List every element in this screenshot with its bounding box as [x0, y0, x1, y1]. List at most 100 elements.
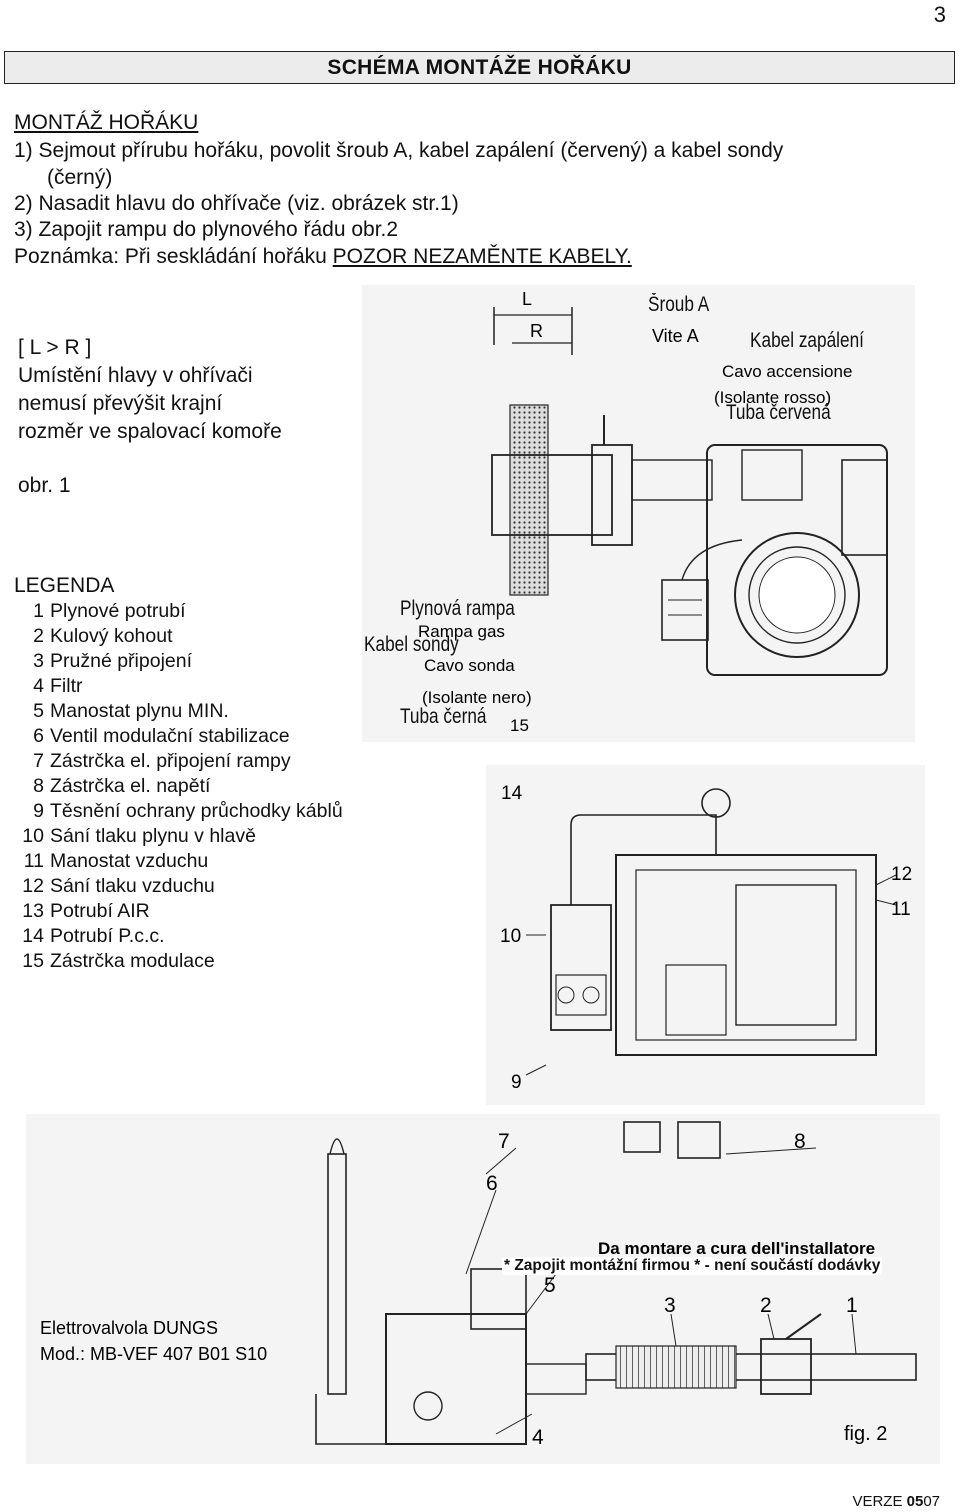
legend-item-number: 3	[33, 650, 44, 672]
legend-item: 12 Sání tlaku vzduchu	[14, 875, 343, 900]
step-3: 3) Zapojit rampu do plynového řádu obr.2	[14, 218, 399, 241]
rampa-gas-label: Rampa gas	[418, 622, 505, 641]
lr-line-3: rozměr ve spalovací komoře	[18, 420, 282, 443]
isolante-nero-label: (Isolante nero)	[422, 688, 532, 707]
figure-2-caption: fig. 2	[844, 1423, 887, 1445]
legend-list: 1 Plynové potrubí 2 Kulový kohout 3 Pružné př…	[14, 600, 343, 975]
legend-item-number: 15	[22, 950, 44, 972]
callout-11: 11	[891, 899, 911, 920]
callout-7: 7	[498, 1130, 510, 1153]
elettrovalvola-label: Elettrovalvola DUNGS	[40, 1318, 218, 1338]
cavo-accensione-label: Cavo accensione	[722, 362, 852, 381]
callout-15: 15	[510, 716, 529, 735]
legend-item: 15 Zástrčka modulace	[14, 950, 343, 975]
legend-item-text: Manostat vzduchu	[50, 850, 209, 872]
sroub-a-label: Šroub A	[648, 293, 710, 316]
burner-head-drawing: L R Vite A Cavo accensione (Isolante ros…	[418, 289, 888, 735]
callout-3: 3	[664, 1294, 676, 1317]
legend-item: 2 Kulový kohout	[14, 625, 343, 650]
callout-14: 14	[501, 783, 523, 804]
vite-a-label: Vite A	[652, 326, 699, 346]
legend-item-text: Zástrčka modulace	[50, 950, 215, 972]
figure-1-caption: obr. 1	[18, 474, 71, 497]
callout-5: 5	[544, 1274, 556, 1297]
legend-item-number: 10	[22, 825, 44, 847]
legend-item-number: 12	[22, 875, 44, 897]
legend-item: 5 Manostat plynu MIN.	[14, 700, 343, 725]
callout-10: 10	[500, 926, 521, 947]
title-box: SCHÉMA MONTÁŽE HOŘÁKU	[4, 51, 955, 84]
legend-item: 3 Pružné připojení	[14, 650, 343, 675]
legend-heading: LEGENDA	[14, 574, 115, 597]
dim-L-label: L	[522, 289, 532, 309]
callout-4: 4	[532, 1426, 544, 1449]
kabel-zapaleni-label: Kabel zapálení	[750, 329, 864, 352]
legend-item-text: Plynové potrubí	[50, 600, 186, 622]
tuba-cerna-label: Tuba černá	[400, 705, 487, 728]
tuba-cervena-label: Tuba červená	[726, 401, 831, 424]
page-number: 3	[933, 2, 946, 27]
version-footer: VERZE 0507	[852, 1493, 940, 1510]
legend-item-text: Sání tlaku vzduchu	[50, 875, 215, 897]
legend-item-number: 7	[33, 750, 44, 772]
legend-item: 9 Těsnění ochrany průchodky káblů	[14, 800, 343, 825]
zapojit-note: * Zapojit montážní firmou * - není součá…	[502, 1257, 883, 1275]
step-1a: 1) Sejmout přírubu hořáku, povolit šroub…	[14, 139, 784, 162]
callout-1: 1	[846, 1294, 858, 1317]
gas-ramp-drawing: 7 8 6 5 3 2 1 4 Da montare a cura dell'i…	[40, 1121, 917, 1449]
legend-item: 13 Potrubí AIR	[14, 900, 343, 925]
model-label: Mod.: MB-VEF 407 B01 S10	[40, 1344, 267, 1364]
legend-item-number: 2	[33, 625, 44, 647]
legend-item-number: 11	[23, 850, 44, 872]
callout-6: 6	[486, 1172, 498, 1195]
note-prefix: Poznámka: Při seskládání hořáku	[14, 245, 333, 268]
callout-9: 9	[511, 1072, 522, 1093]
legend-item: 7 Zástrčka el. připojení rampy	[14, 750, 343, 775]
legend-item-text: Ventil modulační stabilizace	[50, 725, 290, 747]
legend-item-text: Kulový kohout	[50, 625, 173, 647]
legend-item-text: Zástrčka el. napětí	[50, 775, 211, 797]
callout-12: 12	[891, 864, 912, 885]
callout-8: 8	[794, 1130, 806, 1153]
version-prefix: VERZE	[852, 1493, 907, 1510]
version-suffix: 07	[923, 1493, 940, 1510]
step-1b: (černý)	[47, 166, 113, 189]
legend-item-text: Manostat plynu MIN.	[50, 700, 229, 722]
da-montare-label: Da montare a cura dell'installatore	[598, 1239, 875, 1258]
legend-item-number: 9	[33, 800, 44, 822]
plynova-rampa-label: Plynová rampa	[400, 597, 515, 620]
legend-item-number: 13	[22, 900, 44, 922]
note-warning: POZOR NEZAMĚNTE KABELY.	[332, 245, 632, 268]
legend-item-text: Potrubí P.c.c.	[50, 925, 165, 947]
note: Poznámka: Při seskládání hořáku POZOR NE…	[14, 245, 632, 269]
dim-R-label: R	[530, 321, 543, 341]
cavo-sonda-label: Cavo sonda	[424, 656, 515, 675]
legend-item-text: Pružné připojení	[50, 650, 193, 672]
legend-item: 8 Zástrčka el. napětí	[14, 775, 343, 800]
legend-item-text: Zástrčka el. připojení rampy	[50, 750, 291, 772]
step-2: 2) Nasadit hlavu do ohřívače (viz. obráz…	[14, 192, 459, 215]
isolante-rosso-label: (Isolante rosso)	[714, 388, 831, 407]
kabel-sondy-label: Kabel sondy	[364, 633, 459, 656]
burner-rear-drawing: 14 12 11 10 9	[500, 783, 912, 1093]
figure-2: 7 8 6 5 3 2 1 4 Da montare a cura dell'i…	[26, 1114, 940, 1464]
legend-item-text: Potrubí AIR	[50, 900, 150, 922]
legend-item-number: 8	[33, 775, 44, 797]
figure-1: L R Vite A Cavo accensione (Isolante ros…	[362, 285, 915, 742]
callout-2: 2	[760, 1294, 772, 1317]
version-bold: 05	[906, 1493, 924, 1510]
legend-item-text: Těsnění ochrany průchodky káblů	[50, 800, 343, 822]
legend-item: 11 Manostat vzduchu	[14, 850, 343, 875]
legend-item-number: 5	[33, 700, 44, 722]
montaz-heading: MONTÁŽ HOŘÁKU	[14, 111, 199, 134]
lr-line-2: nemusí převýšit krajní	[18, 392, 223, 415]
lr-line-1: Umístění hlavy v ohřívači	[18, 364, 253, 387]
lr-formula: [ L > R ]	[18, 336, 92, 359]
legend-item-number: 1	[33, 600, 44, 622]
legend-item-number: 4	[33, 675, 44, 697]
figure-burner-rear: 14 12 11 10 9	[486, 765, 925, 1105]
